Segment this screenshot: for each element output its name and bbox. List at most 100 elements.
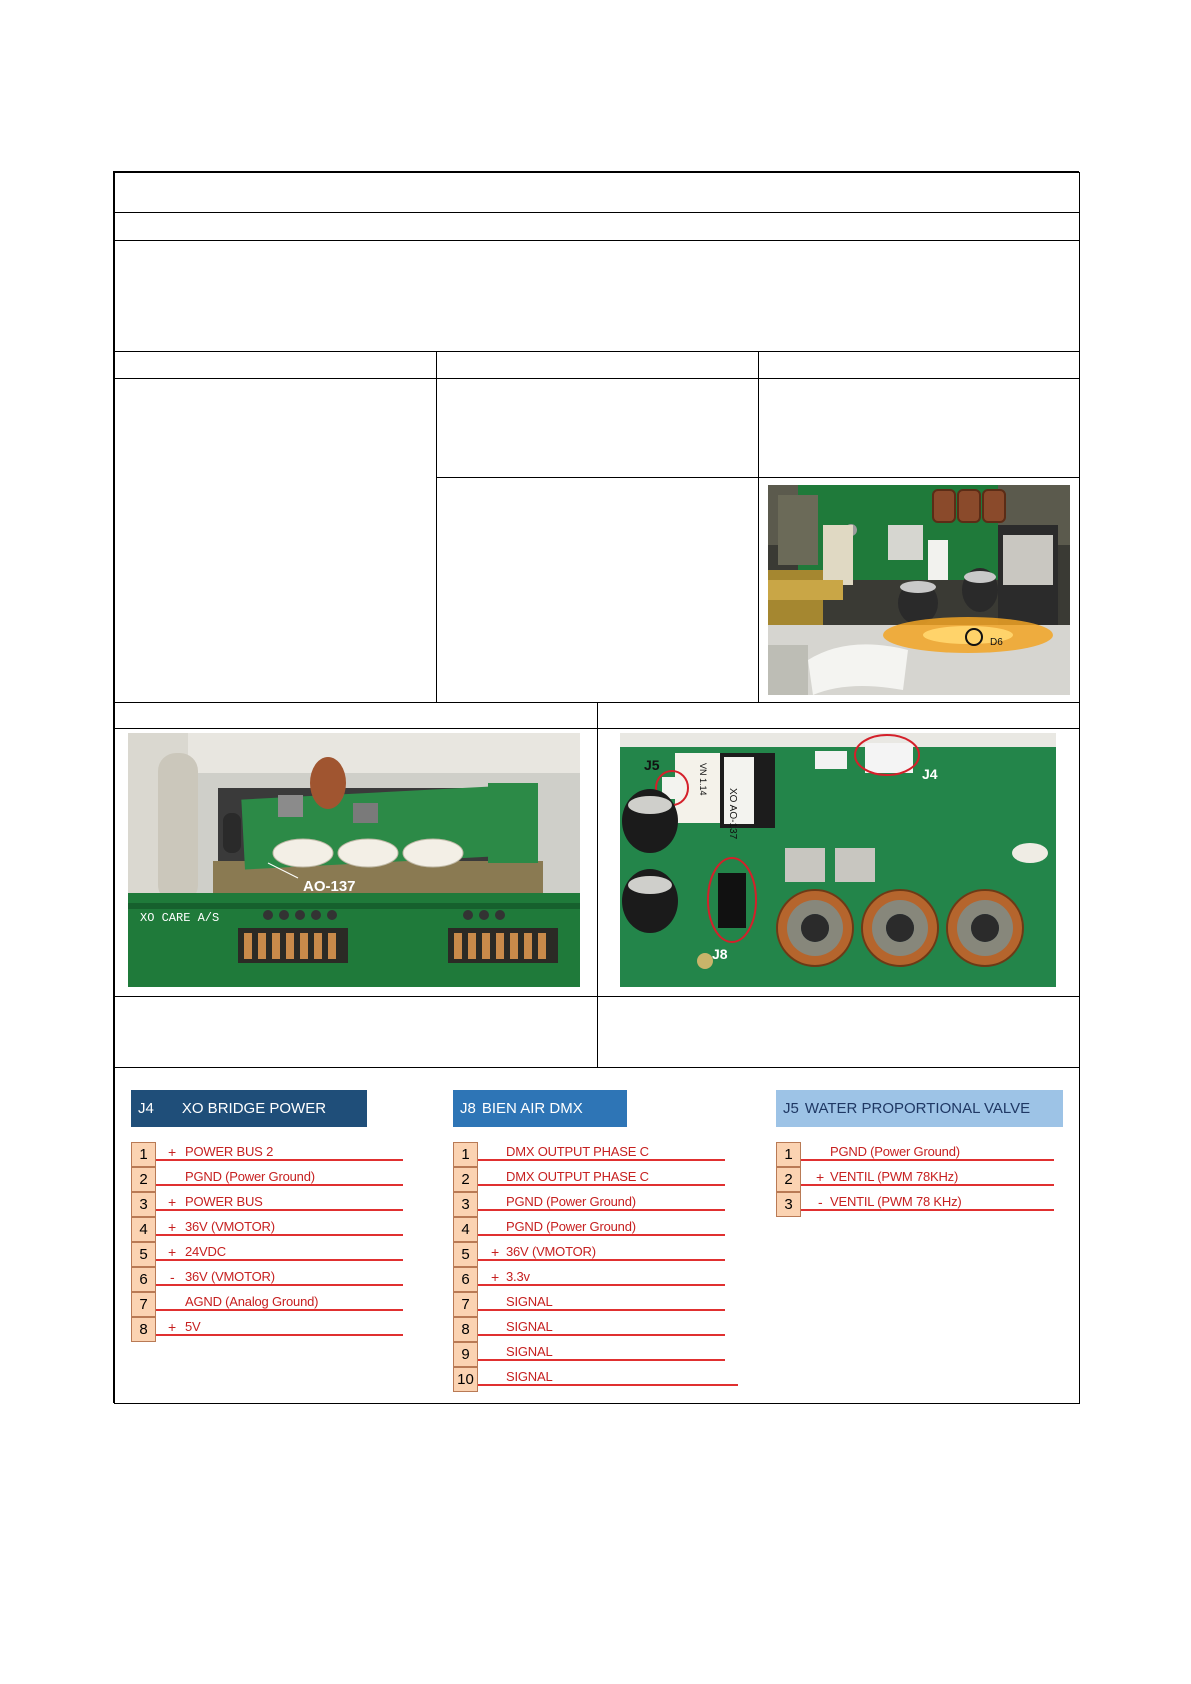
pin-number: 7	[131, 1292, 156, 1317]
pin-label: 3.3v	[506, 1269, 530, 1284]
pin-number: 2	[453, 1167, 478, 1192]
pin-number: 1	[776, 1142, 801, 1167]
pin-label: 36V (VMOTOR)	[185, 1269, 275, 1284]
pin-number: 7	[453, 1292, 478, 1317]
table-header-right-photo	[597, 702, 1080, 729]
table-cell-right-top	[758, 378, 1080, 478]
pinout-row: 1 + POWER BUS 2	[131, 1142, 403, 1167]
pinout-j8-header: J8 BIEN AIR DMX	[453, 1090, 627, 1127]
pinout-j8: J8 BIEN AIR DMX 1 DMX OUTPUT PHASE C 2 D…	[453, 1090, 739, 1392]
led-label-d6: D6	[990, 637, 1003, 648]
pin-line	[156, 1309, 403, 1311]
pin-line	[156, 1234, 403, 1236]
pin-line	[801, 1209, 1054, 1211]
pin-label: 5V	[185, 1319, 201, 1334]
board-connectors-photo: XO AO-137 VN 1.14 J4 J5 J8	[620, 733, 1056, 987]
j5-label: J5	[644, 757, 660, 773]
table-cell-mid-bottom	[436, 477, 759, 703]
pin-number: 10	[453, 1367, 478, 1392]
pin-line	[478, 1259, 725, 1261]
pin-label: PGND (Power Ground)	[506, 1219, 636, 1234]
pin-number: 8	[453, 1317, 478, 1342]
pinout-row: 8 SIGNAL	[453, 1317, 725, 1342]
pin-sign: +	[168, 1219, 177, 1235]
pin-sign: +	[491, 1244, 500, 1260]
table-cell-right-caption	[597, 996, 1080, 1068]
pin-line	[156, 1209, 403, 1211]
pin-sign: +	[816, 1169, 825, 1185]
j4-label: J4	[922, 766, 938, 782]
pin-label: SIGNAL	[506, 1369, 553, 1384]
pin-line	[478, 1209, 725, 1211]
pin-number: 5	[131, 1242, 156, 1267]
table-header-cell-1	[114, 351, 437, 379]
pin-line	[801, 1159, 1054, 1161]
pin-line	[478, 1384, 738, 1386]
pinout-row: 9 SIGNAL	[453, 1342, 725, 1367]
pin-sign: +	[168, 1319, 177, 1335]
pin-label: POWER BUS	[185, 1194, 263, 1209]
pinout-j4: J4 XO BRIDGE POWER 1 + POWER BUS 2 2 PGN…	[131, 1090, 403, 1350]
pinout-j4-connector: J4	[138, 1100, 154, 1117]
pinout-j5-header: J5 WATER PROPORTIONAL VALVE	[776, 1090, 1063, 1127]
pin-label: DMX OUTPUT PHASE C	[506, 1144, 649, 1159]
pin-number: 2	[776, 1167, 801, 1192]
pinout-row: 2 DMX OUTPUT PHASE C	[453, 1167, 725, 1192]
pin-number: 6	[453, 1267, 478, 1292]
pin-label: SIGNAL	[506, 1344, 553, 1359]
pin-line	[478, 1309, 725, 1311]
pinout-row: 3 + POWER BUS	[131, 1192, 403, 1217]
pin-line	[478, 1359, 725, 1361]
pin-label: DMX OUTPUT PHASE C	[506, 1169, 649, 1184]
pin-line	[478, 1284, 725, 1286]
xo-care-silkscreen: XO CARE A/S	[140, 911, 219, 925]
j8-label: J8	[712, 946, 728, 962]
table-row-subtitle	[114, 212, 1080, 241]
pin-number: 3	[131, 1192, 156, 1217]
pinout-row: 5 + 36V (VMOTOR)	[453, 1242, 725, 1267]
pin-label: PGND (Power Ground)	[185, 1169, 315, 1184]
pinout-row: 1 PGND (Power Ground)	[776, 1142, 1054, 1167]
pin-label: AGND (Analog Ground)	[185, 1294, 319, 1309]
pin-number: 6	[131, 1267, 156, 1292]
table-header-cell-2	[436, 351, 759, 379]
pin-number: 1	[453, 1142, 478, 1167]
pin-line	[156, 1284, 403, 1286]
pin-label: POWER BUS 2	[185, 1144, 274, 1159]
pinout-row: 2 + VENTIL (PWM 78KHz)	[776, 1167, 1054, 1192]
pin-number: 3	[453, 1192, 478, 1217]
pin-line	[478, 1184, 725, 1186]
pinout-row: 1 DMX OUTPUT PHASE C	[453, 1142, 725, 1167]
pin-line	[478, 1234, 725, 1236]
pin-number: 4	[131, 1217, 156, 1242]
module-label: XO AO-137	[727, 788, 738, 840]
pin-sign: -	[170, 1269, 175, 1285]
pin-number: 3	[776, 1192, 801, 1217]
pinout-j5-name: WATER PROPORTIONAL VALVE	[804, 1100, 1031, 1117]
pinout-j5-connector: J5	[783, 1100, 799, 1117]
pin-label: SIGNAL	[506, 1319, 553, 1334]
pinout-row: 7 SIGNAL	[453, 1292, 725, 1317]
pinout-j4-header: J4 XO BRIDGE POWER	[131, 1090, 367, 1127]
pin-label: VENTIL (PWM 78KHz)	[830, 1169, 959, 1184]
table-header-left-photo	[114, 702, 598, 729]
pinout-row: 3 - VENTIL (PWM 78 KHz)	[776, 1192, 1054, 1217]
table-row-description	[114, 240, 1080, 352]
table-header-cell-3	[758, 351, 1080, 379]
pinout-row: 6 + 3.3v	[453, 1267, 725, 1292]
pinout-row: 4 PGND (Power Ground)	[453, 1217, 725, 1242]
version-label: VN 1.14	[698, 763, 708, 796]
pin-number: 5	[453, 1242, 478, 1267]
pinout-j5: J5 WATER PROPORTIONAL VALVE 1 PGND (Powe…	[776, 1090, 1066, 1230]
pinout-row: 5 + 24VDC	[131, 1242, 403, 1267]
pin-number: 4	[453, 1217, 478, 1242]
pin-line	[156, 1334, 403, 1336]
pinout-row: 10 SIGNAL	[453, 1367, 739, 1392]
pin-line	[156, 1184, 403, 1186]
board-ao137-photo: AO-137 XO CARE A/S	[128, 733, 580, 987]
ao137-label: AO-137	[303, 878, 356, 895]
pin-line	[801, 1184, 1054, 1186]
pin-number: 2	[131, 1167, 156, 1192]
pin-sign: +	[168, 1194, 177, 1210]
pin-label: 36V (VMOTOR)	[185, 1219, 275, 1234]
